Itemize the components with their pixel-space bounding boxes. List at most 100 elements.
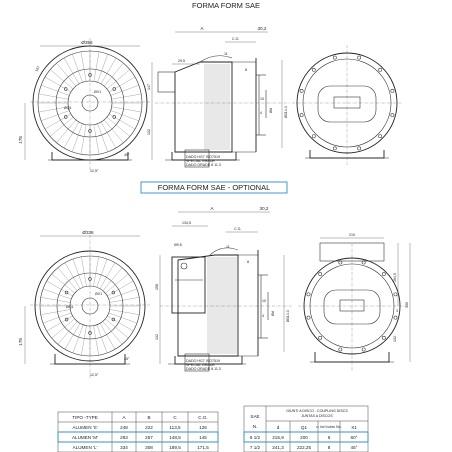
bolt-hole <box>332 55 337 60</box>
optional-side-dim-a: A <box>210 206 214 211</box>
top-plate-line-3: DADO GRADE 8 11.3 <box>186 163 221 167</box>
sae-row-2-holes: 8 <box>328 445 331 450</box>
optional-side-view: DADO HG7 ISO7519 SPECIAL GRADE DADO GRAD… <box>155 206 292 372</box>
top-side-dim-11: 11 <box>224 52 228 56</box>
fan-spoke <box>81 256 87 287</box>
fan-spoke <box>57 267 78 291</box>
fan-spoke <box>108 76 136 93</box>
top-side-dim-10: 10 <box>260 97 264 101</box>
optional-plate-line-3: DADO GRADE 8 11.3 <box>186 367 221 371</box>
bolt-hole <box>361 347 366 352</box>
fan-spoke <box>64 323 81 350</box>
bolt-hole <box>390 113 395 118</box>
type-row-2-cg: 145 <box>199 435 207 440</box>
type-row-3-cg: 171,5 <box>197 445 209 450</box>
sae-row-1-q1: 200 <box>300 435 308 440</box>
bolt-hole <box>64 115 68 119</box>
fan-spoke <box>93 124 100 155</box>
bolt-hole <box>88 277 92 281</box>
optional-title-box <box>140 181 288 194</box>
optional-side-dim-314: Ø314,3 <box>286 310 290 322</box>
fan-spoke <box>99 262 116 289</box>
bolt-hole <box>390 88 395 93</box>
bolt-hole <box>357 55 362 60</box>
optional-back-dim-164-5: 164,5 <box>393 273 397 282</box>
sae-row-2-n: 7 1/2 <box>250 445 261 450</box>
top-side-dim-cg: C.G. <box>232 37 239 41</box>
sae-group-header-1: GIUNTI A DISCO - COUPLING DISCS <box>286 409 348 413</box>
top-side-dim-d: Ød <box>269 108 273 113</box>
sae-row-2-d: 241,3 <box>272 445 284 450</box>
sae-row-highlight <box>243 431 369 443</box>
optional-title: FORMA FORM SAE - OPTIONAL <box>158 183 271 192</box>
optional-side-dim-cg: C.G. <box>234 227 241 231</box>
fan-spoke <box>64 262 81 289</box>
fan-spoke <box>63 57 80 85</box>
fan-spoke <box>50 117 74 137</box>
type-row-1-name: ALUMEN 'S' <box>72 425 97 430</box>
top-side-dim-147: 147 <box>147 84 151 90</box>
top-front-label-x1: ØX1 <box>94 90 101 94</box>
optional-side-dim-158: 158 <box>155 284 159 290</box>
fan-spoke <box>50 69 74 89</box>
optional-front-label-q1: ØQ1 <box>66 305 74 309</box>
sae-sub-header-q1: Q1 <box>301 425 308 430</box>
top-front-angle-12: 12,5° <box>90 169 99 173</box>
type-header-type: TIPO -TYPE <box>72 415 98 420</box>
fan-spoke <box>107 315 134 332</box>
fan-spoke <box>93 51 100 82</box>
top-side-dim-132: 132 <box>147 129 151 135</box>
sae-row-1-holes: 6 <box>328 435 331 440</box>
top-front-diameter: Ø356 <box>81 40 93 45</box>
fan-spoke <box>51 318 75 339</box>
top-front-dim-167: 167 <box>34 65 40 72</box>
fan-spoke <box>99 323 116 350</box>
bolt-hole <box>64 290 69 295</box>
fan-spoke <box>102 267 123 291</box>
fan-spoke <box>100 57 117 85</box>
optional-back-dim-3: 3 <box>396 309 398 313</box>
optional-plate-line-2: SPECIAL GRADE <box>186 363 215 367</box>
bolt-hole <box>393 292 398 297</box>
optional-side-dim-8: 8 <box>247 260 249 264</box>
top-side-dim-4: 4 <box>260 111 262 115</box>
type-header-cg: C.G. <box>198 415 207 420</box>
bolt-hole <box>64 317 69 322</box>
bolt-hole <box>318 272 323 277</box>
fan-spoke <box>108 113 136 130</box>
sae-row-2-x1: 45° <box>351 445 358 450</box>
bolt-hole <box>311 134 316 139</box>
bolt-hole <box>381 335 386 340</box>
fan-spoke <box>41 85 70 96</box>
top-front-label-q1: ØQ1 <box>64 106 72 110</box>
fan-spoke <box>111 106 142 113</box>
top-front-dim-178: 178 <box>18 136 23 144</box>
fan-spoke <box>104 63 124 87</box>
optional-front-label-x1: ØX1 <box>95 292 102 296</box>
type-row-highlight <box>57 431 219 443</box>
bolt-hole <box>306 315 311 320</box>
bolt-hole <box>112 115 116 119</box>
fan-spoke <box>80 124 87 155</box>
top-front-angle-45: 45° <box>124 153 130 157</box>
fan-spoke <box>63 121 80 149</box>
fan-spoke <box>80 51 87 82</box>
top-front-view: Ø356 178 167 ØQ1 ØX1 12,5° 45° <box>18 38 150 173</box>
fan-spoke <box>109 297 140 303</box>
bolt-hole <box>381 272 386 277</box>
fan-spoke <box>38 93 69 100</box>
fan-spoke <box>56 63 76 87</box>
fan-spoke <box>108 312 138 324</box>
type-row-1-c: 113,5 <box>169 425 181 430</box>
sae-sub-header-x1: X1 <box>351 425 357 430</box>
optional-side-dim-132: 132 <box>155 334 159 340</box>
top-side-dim-30-2: 30,2 <box>258 26 267 31</box>
optional-front-angle-12: 12,5° <box>90 373 99 377</box>
type-row-2-b: 257 <box>145 435 153 440</box>
type-row-3-b: 308 <box>145 445 153 450</box>
type-row-2-a: 283 <box>120 435 128 440</box>
fan-spoke <box>102 321 123 345</box>
bolt-hole <box>338 347 343 352</box>
